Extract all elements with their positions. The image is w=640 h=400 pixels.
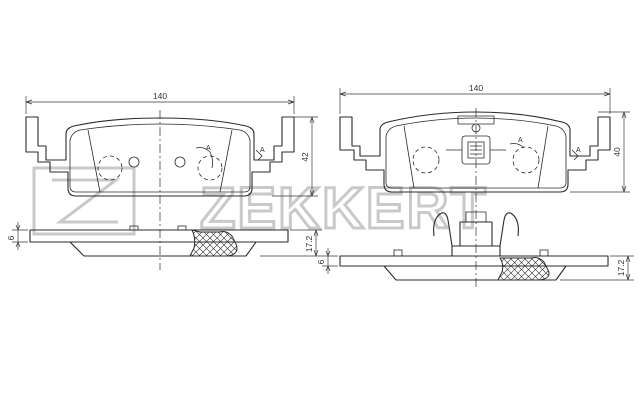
brand-logo-icon xyxy=(32,166,136,236)
right-backplate-label: 6 xyxy=(316,259,326,264)
right-height-dimension: 40 xyxy=(570,111,630,193)
left-pad-side-view xyxy=(29,225,289,257)
right-backplate-dimension: 6 xyxy=(316,248,338,274)
right-width-dimension: 140 xyxy=(339,83,611,114)
left-width-dimension: 140 xyxy=(25,91,295,114)
right-wear-marker-label: A xyxy=(518,137,523,144)
left-backplate-label: 6 xyxy=(6,235,16,240)
right-wear-marker-label-2: A xyxy=(576,147,581,154)
brand-watermark: ZEKKERT xyxy=(32,166,488,243)
right-thickness-dimension: 17.2 xyxy=(560,255,634,281)
left-wear-marker-label: A xyxy=(206,145,211,152)
left-height-dimension: 42 xyxy=(272,116,318,197)
left-wear-marker-label-2: A xyxy=(260,147,265,154)
left-width-label: 140 xyxy=(153,91,167,101)
right-width-label: 140 xyxy=(469,83,483,93)
left-height-label: 42 xyxy=(300,152,310,162)
left-thickness-label: 17.2 xyxy=(304,235,314,252)
left-pad-front-view: A A xyxy=(25,110,295,270)
right-pad-clip xyxy=(446,115,506,165)
left-backplate-dimension: 6 xyxy=(6,222,28,250)
right-height-label: 40 xyxy=(612,147,622,157)
right-side-spring-clip xyxy=(433,211,519,257)
left-thickness-dimension: 17.2 xyxy=(260,229,322,257)
right-pad-front-view: A A xyxy=(339,108,611,290)
brand-name: ZEKKERT xyxy=(200,176,488,241)
right-pad-side-view xyxy=(339,211,609,281)
right-thickness-label: 17.2 xyxy=(616,259,626,276)
